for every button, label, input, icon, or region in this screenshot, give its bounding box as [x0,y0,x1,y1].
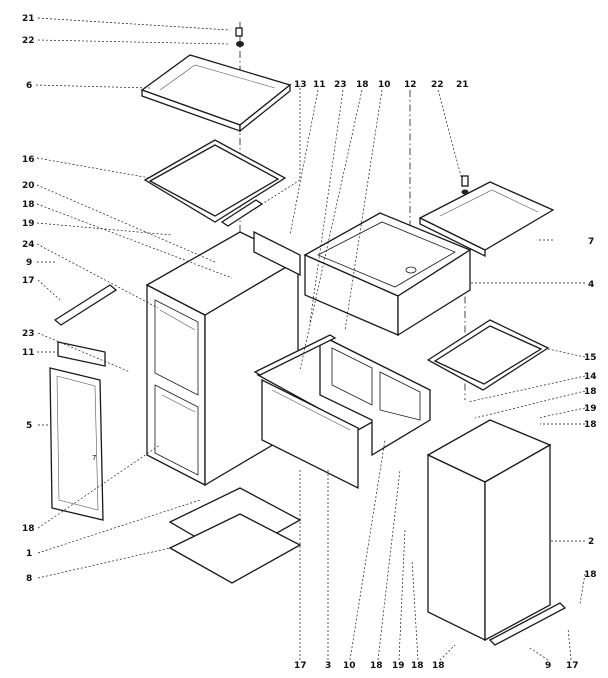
label-2: 2 [588,537,594,547]
part-4-tray [303,212,472,337]
label-17: 17 [22,276,35,286]
labels-bottom: 17 3 10 18 19 18 18 9 17 [294,661,579,671]
labels-right: 7 4 15 14 18 19 18 2 18 [584,237,597,580]
label-19: 19 [584,404,597,414]
door-mark-7: 7 [92,454,96,462]
part-17-left-bracket [53,284,118,326]
label-23: 23 [334,80,347,90]
label-10: 10 [343,661,356,671]
label-3: 3 [325,661,331,671]
part-8-bottom-panels [168,487,302,584]
part-15-frame [426,319,550,391]
label-18: 18 [22,200,35,210]
label-10: 10 [378,80,391,90]
label-21: 21 [22,14,35,24]
part-3-front-door [261,378,359,490]
part-6-top-panel [140,54,292,133]
screw-21-top [235,27,244,47]
label-17: 17 [566,661,579,671]
label-9: 9 [26,258,32,268]
part-9-bottom-bracket [488,602,567,646]
label-11: 11 [22,348,35,358]
labels-top: 13 11 23 18 10 12 22 21 [294,80,469,90]
label-14: 14 [584,372,597,382]
label-19: 19 [22,219,35,229]
label-24: 24 [22,240,35,250]
label-18: 18 [584,420,597,430]
label-22: 22 [431,80,444,90]
label-19: 19 [392,661,405,671]
label-18: 18 [432,661,445,671]
label-18: 18 [356,80,369,90]
labels-left: 21 22 6 16 20 18 19 24 9 17 23 11 5 18 1… [22,14,35,584]
label-17: 17 [294,661,307,671]
label-11: 11 [313,80,326,90]
part-16-frame [143,139,287,223]
label-16: 16 [22,155,35,165]
label-18: 18 [584,570,597,580]
label-18: 18 [411,661,424,671]
part-18-bar [253,334,337,376]
label-5: 5 [26,421,32,431]
label-1: 1 [26,549,32,559]
label-18: 18 [22,524,35,534]
label-8: 8 [26,574,32,584]
label-15: 15 [584,353,597,363]
label-20: 20 [22,181,35,191]
label-21: 21 [456,80,469,90]
label-4: 4 [588,280,594,290]
label-9: 9 [545,661,551,671]
label-18: 18 [370,661,383,671]
label-23: 23 [22,329,35,339]
part-5-side-door [49,367,104,521]
part-2-right-cabinet [426,419,552,642]
part-11-top-panel [253,230,301,277]
label-6: 6 [26,81,32,91]
label-18: 18 [584,387,597,397]
screw-21-right [461,175,469,195]
label-13: 13 [294,80,307,90]
leader-lines [35,17,586,661]
label-12: 12 [404,80,417,90]
part-11-side-panel [57,341,106,367]
label-22: 22 [22,36,35,46]
label-7: 7 [588,237,594,247]
